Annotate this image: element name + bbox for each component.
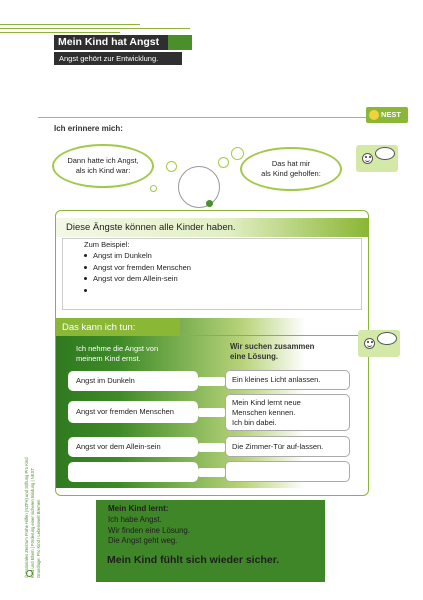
situation-box <box>68 462 198 482</box>
summary-lines: Ich habe Angst. Wir finden eine Lösung. … <box>108 515 190 545</box>
fears-heading: Diese Ängste können alle Kinder haben. <box>66 222 236 233</box>
summary-statement: Mein Kind fühlt sich wieder sicher. <box>107 554 280 566</box>
side-copyright-note: © Nationales Zentrum Frühe Hilfen (NZFH)… <box>24 457 41 578</box>
thought-bubble-small <box>166 161 177 172</box>
examples-title: Zum Beispiel: <box>84 240 130 249</box>
smile-speech-icon <box>356 145 398 172</box>
pin-icon <box>206 200 213 207</box>
thought-bubble-small <box>150 185 157 192</box>
list-item <box>84 285 191 297</box>
nest-logo: NEST <box>366 107 408 123</box>
solution-box: Ein kleines Licht anlassen. <box>225 370 350 390</box>
row-connector <box>198 468 225 477</box>
thought-bubble-small <box>218 157 229 168</box>
speech-bubble-icon <box>377 332 397 345</box>
situation-box: Angst vor fremden Menschen <box>68 401 198 423</box>
nest-logo-text: NEST <box>381 110 402 119</box>
solution-box: Die Zimmer-Tür auf-lassen. <box>225 436 350 457</box>
list-item: Angst vor fremden Menschen <box>84 262 191 274</box>
column-head-left: Ich nehme die Angst von meinem Kind erns… <box>76 344 159 363</box>
actions-divider <box>180 335 368 336</box>
remember-label: Ich erinnere mich: <box>54 124 123 133</box>
examples-list: Angst im Dunkeln Angst vor fremden Mensc… <box>84 250 191 296</box>
list-item: Angst im Dunkeln <box>84 250 191 262</box>
top-line-1 <box>0 24 140 25</box>
row-connector <box>198 408 225 417</box>
smiley-icon <box>362 153 373 164</box>
top-line-3 <box>0 32 120 33</box>
thought-bubble-small <box>231 147 244 160</box>
summary-box <box>96 500 325 582</box>
list-item: Angst vor dem Allein-sein <box>84 273 191 285</box>
page-subtitle: Angst gehört zur Entwicklung. <box>54 52 182 65</box>
speech-bubble-icon <box>375 147 395 160</box>
fears-heading-band <box>56 218 368 237</box>
thought-cloud-right: Das hat mir als Kind geholfen: <box>240 147 342 191</box>
actions-heading: Das kann ich tun: <box>62 322 136 333</box>
actions-heading-band <box>56 318 180 336</box>
bullet-icon <box>84 288 87 292</box>
solution-box <box>225 461 350 482</box>
situation-box: Angst vor dem Allein-sein <box>68 437 198 457</box>
page-title: Mein Kind hat Angst <box>54 35 168 50</box>
situation-box: Angst im Dunkeln <box>68 371 198 391</box>
summary-title: Mein Kind lernt: <box>108 504 169 513</box>
solution-box: Mein Kind lernt neue Menschen kennen. Ic… <box>225 394 350 431</box>
bullet-icon <box>84 265 87 269</box>
row-connector <box>198 443 225 452</box>
examples-box <box>62 238 362 310</box>
nest-logo-icon <box>369 110 379 120</box>
smiley-icon <box>364 338 375 349</box>
smile-speech-icon <box>358 330 400 357</box>
thought-circle-empty <box>178 166 220 208</box>
top-line-2 <box>0 28 190 29</box>
side-logo-icon <box>26 570 33 577</box>
column-head-right: Wir suchen zusammen eine Lösung. <box>230 342 315 361</box>
bullet-icon <box>84 254 87 258</box>
header-divider <box>38 117 366 118</box>
thought-cloud-left: Dann hatte ich Angst, als ich Kind war: <box>52 144 154 188</box>
row-connector <box>198 377 225 386</box>
title-accent-bar <box>168 35 192 50</box>
bullet-icon <box>84 277 87 281</box>
